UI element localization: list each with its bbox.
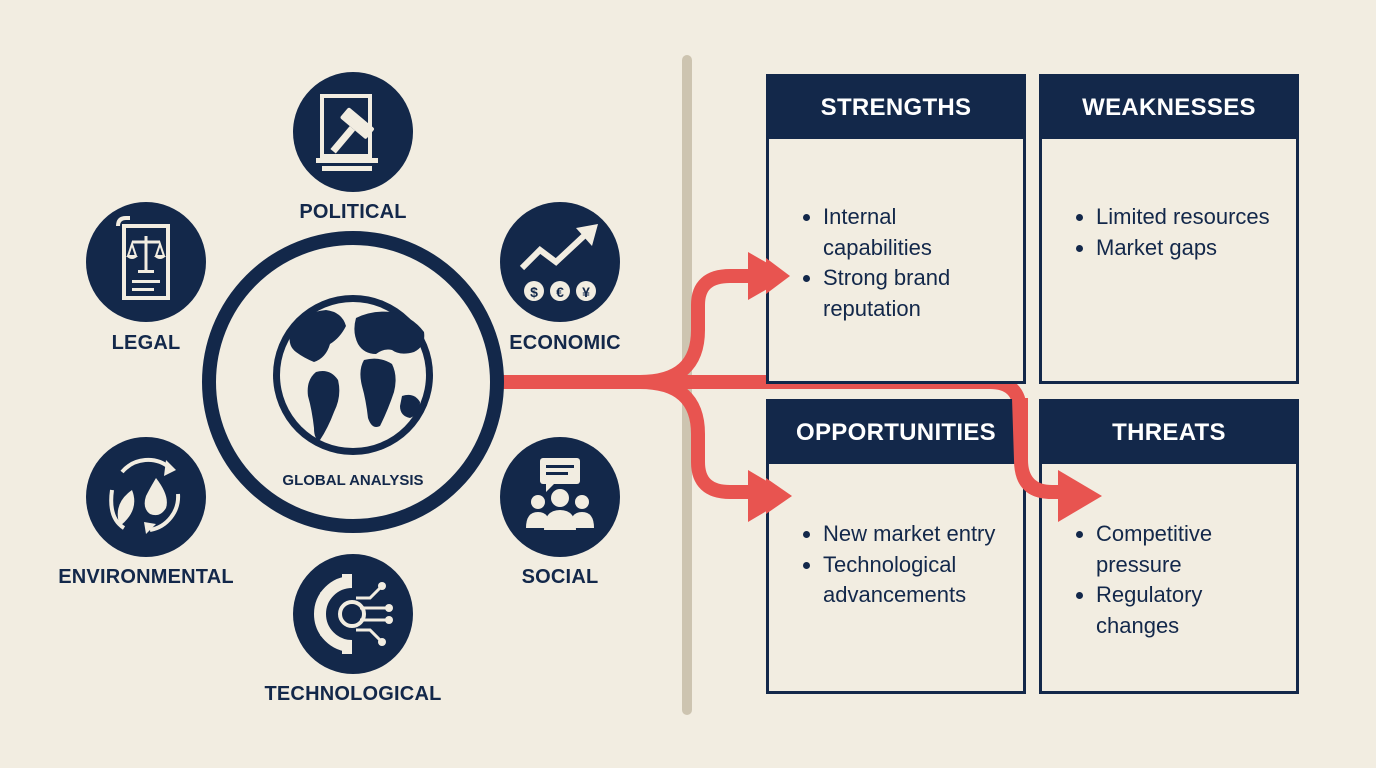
strengths-title: STRENGTHS (769, 77, 1023, 139)
currency-dollar: $ (530, 284, 538, 300)
list-item: Regulatory changes (1076, 580, 1284, 641)
list-item: Limited resources (1076, 202, 1284, 233)
threats-title: THREATS (1042, 402, 1296, 464)
label-legal: LEGAL (111, 332, 181, 354)
label-social: SOCIAL (521, 566, 599, 588)
list-item: Strong brand reputation (803, 263, 1011, 324)
swot-opportunities: OPPORTUNITIES New market entry Technolog… (766, 399, 1026, 694)
connector-to-strengths (639, 269, 758, 389)
opportunities-list: New market entry Technological advanceme… (803, 519, 1011, 611)
label-economic: ECONOMIC (509, 332, 621, 354)
strengths-list: Internal capabilities Strong brand reput… (803, 202, 1011, 324)
list-item: New market entry (803, 519, 1011, 550)
list-item: Technological advancements (803, 550, 1011, 611)
list-item: Competitive pressure (1076, 519, 1284, 580)
label-technological: TECHNOLOGICAL (264, 683, 442, 705)
threats-list: Competitive pressure Regulatory changes (1076, 519, 1284, 641)
swot-strengths: STRENGTHS Internal capabilities Strong b… (766, 74, 1026, 384)
currency-euro: € (556, 284, 564, 300)
swot-threats: THREATS Competitive pressure Regulatory … (1039, 399, 1299, 694)
opportunities-title: OPPORTUNITIES (769, 402, 1023, 464)
currency-yen: ¥ (582, 284, 590, 300)
weaknesses-title: WEAKNESSES (1042, 77, 1296, 139)
weaknesses-list: Limited resources Market gaps (1076, 202, 1284, 263)
scales-document-icon (86, 202, 206, 322)
label-political: POLITICAL (299, 201, 407, 223)
center-label: GLOBAL ANALYSIS (282, 472, 424, 489)
recycle-leaf-drop-icon (86, 437, 206, 557)
gear-circuit-icon (293, 554, 413, 674)
connector-to-opportunities (639, 375, 758, 499)
list-item: Market gaps (1076, 233, 1284, 264)
globe-icon (273, 295, 433, 455)
people-chat-icon (500, 437, 620, 557)
label-environmental: ENVIRONMENTAL (58, 566, 234, 588)
growth-chart-icon: $ € ¥ (500, 202, 620, 322)
list-item: Internal capabilities (803, 202, 1011, 263)
gavel-icon (293, 72, 413, 192)
swot-weaknesses: WEAKNESSES Limited resources Market gaps (1039, 74, 1299, 384)
